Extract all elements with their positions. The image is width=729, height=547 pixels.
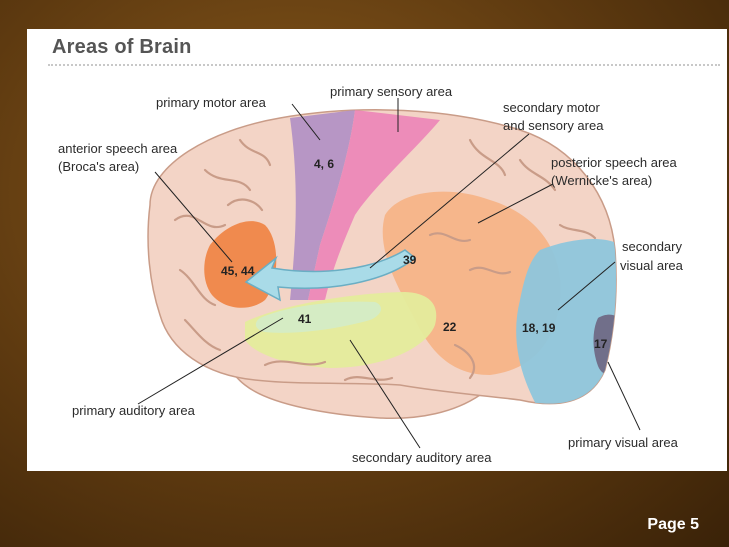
region-secondary-visual	[516, 238, 617, 404]
label-anterior-speech-line1: anterior speech area	[58, 141, 178, 156]
label-secondary-visual-line1: secondary	[622, 239, 682, 254]
label-primary-visual: primary visual area	[568, 435, 679, 450]
region-primary-auditory	[255, 301, 382, 333]
brain-illustration	[147, 109, 617, 420]
area-number-auditory-primary: 41	[298, 312, 312, 326]
label-primary-sensory: primary sensory area	[330, 84, 453, 99]
page-number: Page 5	[647, 516, 699, 533]
brain-folds	[173, 138, 597, 382]
label-primary-auditory: primary auditory area	[72, 403, 196, 418]
label-posterior-speech-line2: (Wernicke's area)	[551, 173, 652, 188]
area-number-auditory-secondary: 22	[443, 320, 457, 334]
label-anterior-speech-line2: (Broca's area)	[58, 159, 139, 174]
leader-lines	[137, 98, 641, 449]
connection-arrow	[244, 249, 417, 302]
label-secondary-visual-line2: visual area	[620, 258, 684, 273]
region-primary-motor	[290, 110, 355, 300]
region-labels: primary motor area primary sensory area …	[58, 84, 684, 465]
label-secondary-auditory: secondary auditory area	[352, 450, 492, 465]
label-secondary-motor-line1: secondary motor	[503, 100, 600, 115]
label-secondary-motor-line2: and sensory area	[503, 118, 604, 133]
area-number-wernicke: 39	[403, 253, 417, 267]
label-primary-motor: primary motor area	[156, 95, 267, 110]
area-number-motor: 4, 6	[314, 157, 334, 171]
area-numbers: 4, 6 45, 44 39 41 22 18, 19 17	[221, 157, 608, 351]
label-posterior-speech-line1: posterior speech area	[551, 155, 678, 170]
area-number-visual-secondary: 18, 19	[522, 321, 556, 335]
title-divider	[48, 64, 720, 66]
slide-title: Areas of Brain	[52, 36, 192, 58]
area-number-broca: 45, 44	[221, 264, 255, 278]
area-number-visual-primary: 17	[594, 337, 608, 351]
